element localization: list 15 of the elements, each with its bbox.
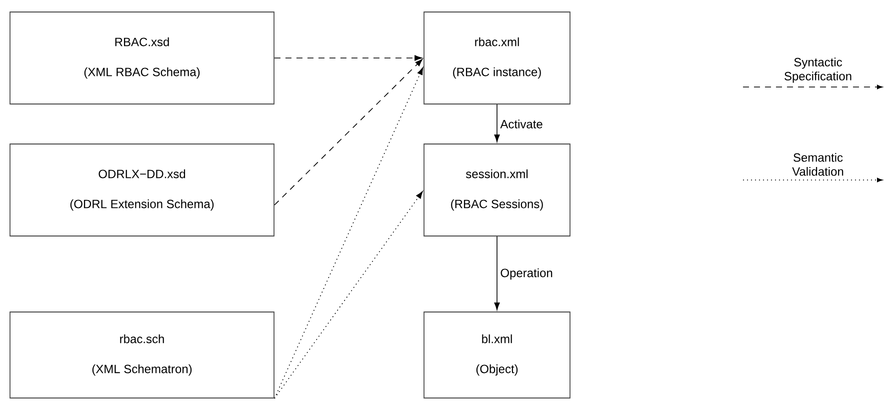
process-box: rbac.xml (RBAC instance) bbox=[424, 12, 570, 104]
process-box: session.xml (RBAC Sessions) bbox=[424, 144, 570, 236]
arrow bbox=[274, 55, 422, 61]
arrow bbox=[274, 191, 423, 399]
process-box: bl.xml (Object) bbox=[424, 312, 570, 398]
legend-label: Syntactic Specification bbox=[784, 58, 852, 83]
legend-label: Semantic Validation bbox=[792, 153, 844, 176]
edge-label: Activate bbox=[500, 120, 542, 128]
process-box: ODRLX−DD.xsd (ODRL Extension Schema) bbox=[10, 144, 274, 236]
arrow bbox=[494, 236, 500, 310]
arrow bbox=[274, 58, 423, 206]
process-box: rbac.sch (XML Schematron) bbox=[10, 312, 274, 398]
process-box: RBAC.xsd (XML RBAC Schema) bbox=[10, 12, 274, 104]
edge-label: Operation bbox=[500, 268, 552, 280]
arrow bbox=[494, 104, 500, 142]
